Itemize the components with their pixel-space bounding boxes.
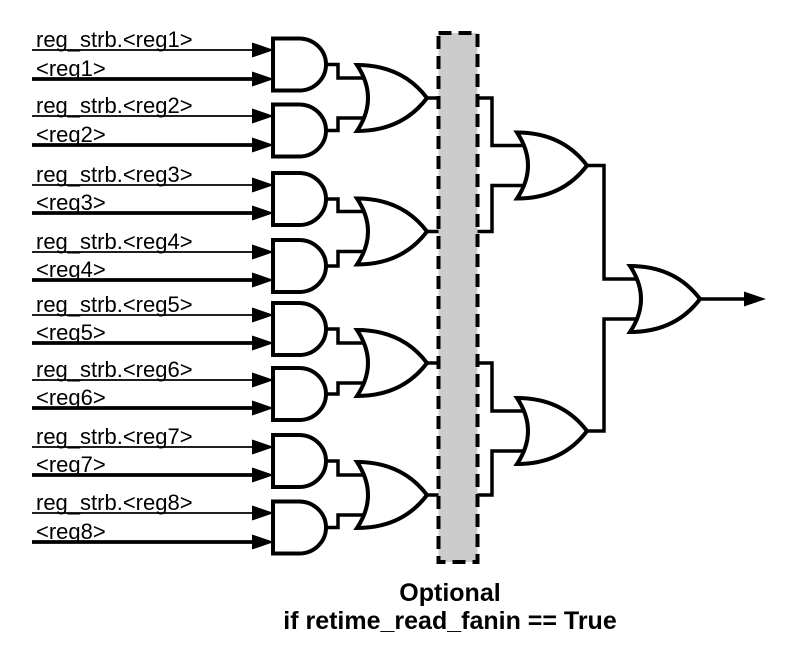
input-arrowhead-icon	[252, 42, 274, 58]
input-label-value-1: <reg1>	[36, 56, 106, 81]
retime-stage-box	[436, 31, 480, 564]
and-gate-8	[271, 499, 328, 556]
input-arrowhead-icon	[252, 177, 274, 193]
input-arrowhead-icon	[252, 307, 274, 323]
input-label-strobe-4: reg_strb.<reg4>	[36, 229, 193, 254]
wire-and3-or2	[326, 197, 377, 214]
wire-and5-or3	[326, 327, 377, 345]
input-label-strobe-7: reg_strb.<reg7>	[36, 424, 193, 449]
input-arrowhead-icon	[252, 372, 274, 388]
wire-and6-or3	[326, 381, 377, 396]
caption: Optional if retime_read_fanin == True	[283, 579, 617, 635]
input-label-strobe-8: reg_strb.<reg8>	[36, 490, 193, 515]
or-gate-1	[355, 63, 429, 133]
input-arrowhead-icon	[252, 467, 274, 483]
input-arrowhead-icon	[252, 400, 274, 416]
or-gate-4	[355, 460, 429, 530]
caption-line-1: Optional	[399, 579, 500, 607]
wire-or6-final	[587, 317, 654, 433]
final-or-gate	[628, 264, 702, 334]
input-arrowhead-icon	[252, 272, 274, 288]
and-gate-6	[271, 366, 328, 422]
input-arrowhead-icon	[252, 534, 274, 550]
input-arrowhead-icon	[252, 137, 274, 153]
input-label-value-7: <reg7>	[36, 452, 106, 477]
input-arrowhead-icon	[252, 439, 274, 455]
input-arrowhead-icon	[252, 244, 274, 260]
input-label-value-5: <reg5>	[36, 320, 106, 345]
and-gate-3	[271, 171, 328, 227]
stage2-or-gates	[355, 63, 429, 530]
or-gate-3	[355, 328, 429, 398]
and-gate-5	[271, 301, 328, 357]
input-arrowhead-icon	[252, 108, 274, 124]
input-label-strobe-1: reg_strb.<reg1>	[36, 27, 193, 52]
wire-and2-or1	[326, 116, 377, 133]
stage1-to-stage2-wires	[326, 62, 377, 530]
input-label-strobe-5: reg_strb.<reg5>	[36, 292, 193, 317]
wire-and7-or4	[326, 459, 377, 477]
and-gate-2	[271, 102, 328, 159]
input-label-strobe-3: reg_strb.<reg3>	[36, 162, 193, 187]
input-label-value-4: <reg4>	[36, 257, 106, 282]
input-wires	[32, 49, 252, 544]
and-gate-7	[271, 433, 328, 489]
or-gate-6	[515, 396, 589, 466]
input-arrowhead-icon	[252, 505, 274, 521]
and-gates	[271, 36, 328, 556]
input-label-value-8: <reg8>	[36, 519, 106, 544]
wire-and8-or4	[326, 513, 377, 530]
stage3-to-final-wires	[587, 163, 654, 433]
input-label-value-3: <reg3>	[36, 190, 106, 215]
input-label-value-2: <reg2>	[36, 122, 106, 147]
input-label-strobe-2: reg_strb.<reg2>	[36, 93, 193, 118]
output-arrowhead-icon	[744, 291, 766, 307]
input-arrowhead-icon	[252, 205, 274, 221]
stage3-or-gates	[515, 130, 589, 466]
input-label-strobe-6: reg_strb.<reg6>	[36, 357, 193, 382]
input-arrowheads	[252, 42, 274, 550]
input-label-value-6: <reg6>	[36, 385, 106, 410]
or-gate-5	[515, 130, 589, 201]
input-arrowhead-icon	[252, 335, 274, 351]
and-gate-4	[271, 238, 328, 294]
caption-line-2: if retime_read_fanin == True	[283, 607, 617, 635]
or-gate-2	[355, 196, 429, 267]
wire-and1-or1	[326, 62, 377, 80]
wire-or5-final	[587, 163, 654, 281]
and-gate-1	[271, 36, 328, 93]
wire-and4-or2	[326, 249, 377, 268]
input-arrowhead-icon	[252, 71, 274, 87]
input-labels: reg_strb.<reg1> <reg1> reg_strb.<reg2> <…	[36, 27, 193, 544]
